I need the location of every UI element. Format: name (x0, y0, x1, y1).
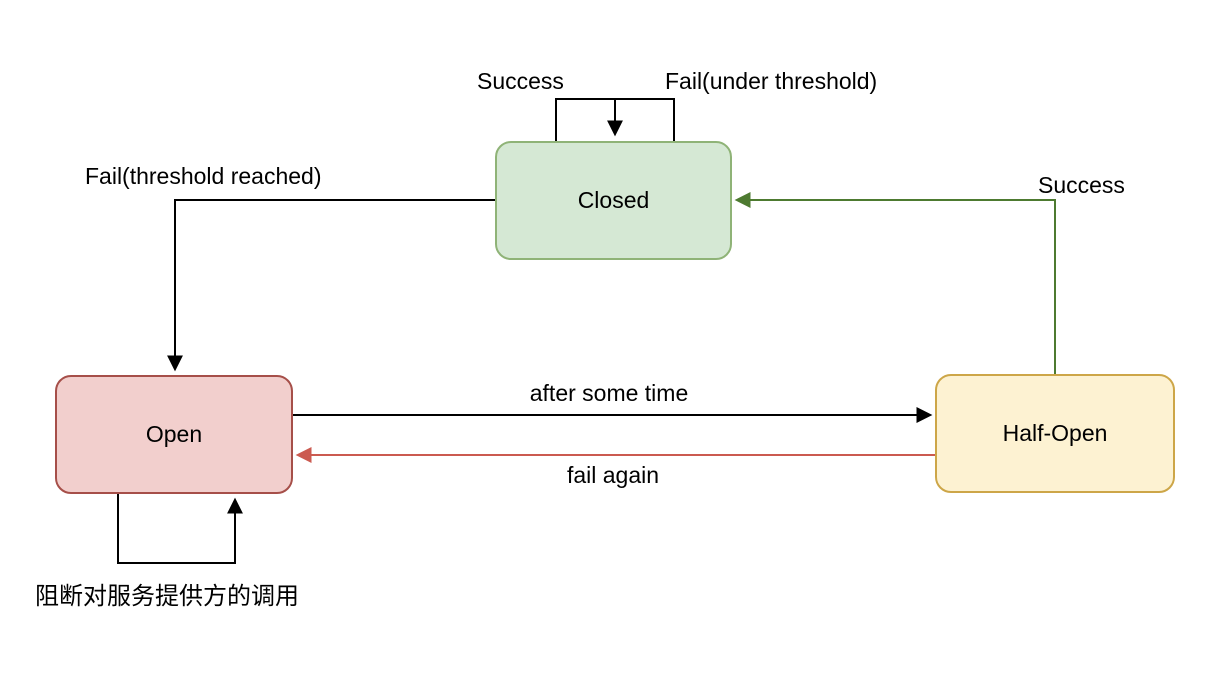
edge-halfopen-to-closed (734, 192, 1056, 374)
edge-label-fail-threshold-reached: Fail(threshold reached) (85, 163, 322, 189)
state-label-closed: Closed (577, 187, 650, 213)
edge-closed-to-open (167, 199, 495, 372)
state-label-open: Open (145, 421, 203, 447)
edge-label-fail-under-threshold: Fail(under threshold) (665, 68, 878, 94)
state-label-half-open: Half-Open (1002, 420, 1108, 446)
state-node-closed: Closed (495, 141, 732, 260)
state-node-open: Open (55, 375, 293, 494)
open-self-loop (117, 494, 243, 564)
edge-label-success-right: Success (1038, 172, 1125, 198)
state-node-half-open: Half-Open (935, 374, 1175, 493)
edge-label-fail-again: fail again (566, 462, 660, 488)
edge-label-success-top: Success (477, 68, 564, 94)
edge-label-after-some-time: after some time (529, 380, 689, 406)
edge-label-block-provider-calls: 阻断对服务提供方的调用 (35, 583, 299, 610)
